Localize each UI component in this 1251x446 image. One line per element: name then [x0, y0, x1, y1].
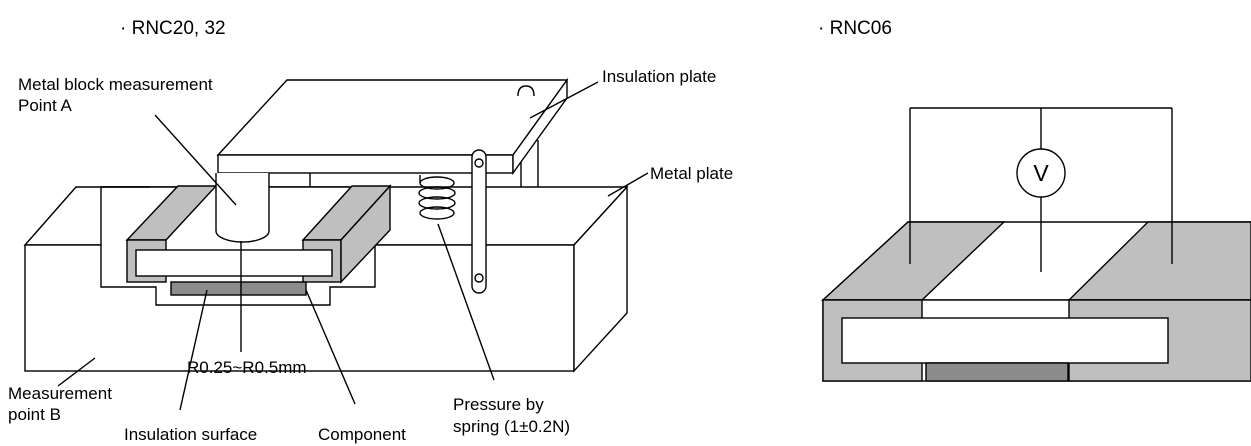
- rnc06-component: [821, 221, 1251, 382]
- label-point-a: Point A: [18, 96, 73, 115]
- voltmeter-circuit: V: [909, 107, 1173, 272]
- title-rnc20-32: · RNC20, 32: [120, 18, 226, 39]
- voltmeter-symbol: V: [1033, 160, 1049, 186]
- left-leader-lines: [57, 81, 649, 411]
- label-insulation-surface: Insulation surface: [124, 425, 257, 444]
- label-metal-block: Metal block measurement: [18, 75, 213, 94]
- rnc20-32-fixture: [23, 77, 629, 373]
- label-component: Component: [318, 425, 406, 444]
- title-rnc06: · RNC06: [818, 18, 892, 39]
- label-measurement-point-b-1: Measurement: [8, 384, 112, 403]
- chip-component: [125, 184, 392, 296]
- label-radius: R0.25~R0.5mm: [187, 358, 307, 377]
- label-insulation-plate: Insulation plate: [602, 67, 716, 86]
- label-pressure-2: spring (1±0.2N): [453, 417, 570, 436]
- label-metal-plate: Metal plate: [650, 164, 733, 183]
- insulation-plate-part: [216, 77, 569, 176]
- voltmeter-icon: [1016, 148, 1066, 198]
- label-pressure-1: Pressure by: [453, 395, 544, 414]
- pressure-rod: [471, 149, 487, 294]
- spring: [418, 175, 456, 220]
- label-measurement-point-b-2: point B: [8, 405, 61, 424]
- metal-probe-cylinder: [215, 173, 311, 243]
